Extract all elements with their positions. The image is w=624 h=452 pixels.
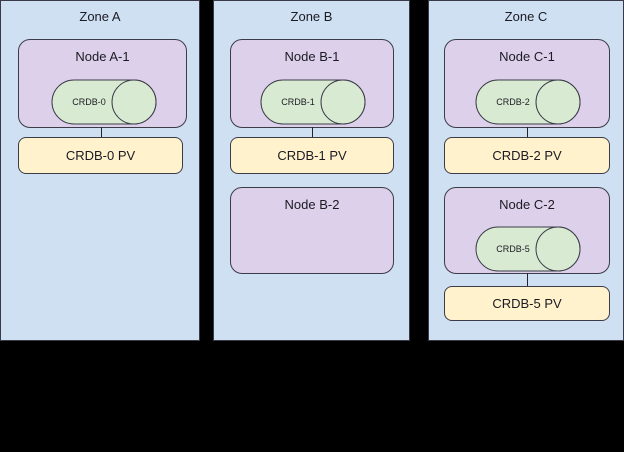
pv-label-crdb-5: CRDB-5 PV [492, 296, 562, 311]
zone-label-c: Zone C [504, 9, 548, 24]
pv-box-crdb-1: CRDB-1 PV [230, 137, 394, 174]
zone-container-a: Zone A Node A-1 CRDB-0 CRDB-0 PV [0, 0, 200, 341]
pv-box-crdb-5: CRDB-5 PV [444, 286, 610, 321]
node-label-b-1: Node B-1 [284, 49, 340, 64]
pv-label-crdb-2: CRDB-2 PV [492, 148, 562, 163]
zone-container-c: Zone C Node C-1 CRDB-2 CRDB-2 PV Node C-… [428, 0, 624, 341]
node-label-c-1: Node C-1 [499, 49, 555, 64]
connector-a-1 [101, 127, 102, 138]
pv-box-crdb-0: CRDB-0 PV [18, 137, 183, 174]
node-label-b-2: Node B-2 [284, 197, 340, 212]
zone-container-b: Zone B Node B-1 CRDB-1 CRDB-1 PV Node B-… [213, 0, 410, 341]
connector-c-1 [527, 127, 528, 138]
node-box-c-2: Node C-2 CRDB-5 [444, 187, 610, 274]
node-box-a-1: Node A-1 CRDB-0 [18, 39, 187, 128]
pv-label-crdb-1: CRDB-1 PV [277, 148, 347, 163]
zone-label-b: Zone B [290, 9, 333, 24]
node-box-c-1: Node C-1 CRDB-2 [444, 39, 610, 128]
node-box-b-2: Node B-2 [230, 187, 394, 274]
zone-label-a: Zone A [79, 9, 121, 24]
node-box-b-1: Node B-1 CRDB-1 [230, 39, 394, 128]
node-label-a-1: Node A-1 [75, 49, 130, 64]
database-cylinder-crdb-2: CRDB-2 [475, 79, 581, 125]
pv-box-crdb-2: CRDB-2 PV [444, 137, 610, 174]
connector-b-1 [312, 127, 313, 138]
node-label-c-2: Node C-2 [499, 197, 555, 212]
connector-c-2 [527, 273, 528, 286]
database-cylinder-crdb-5: CRDB-5 [475, 226, 581, 272]
pv-label-crdb-0: CRDB-0 PV [65, 148, 136, 163]
database-cylinder-crdb-1: CRDB-1 [260, 79, 366, 125]
database-cylinder-crdb-0: CRDB-0 [51, 79, 157, 125]
